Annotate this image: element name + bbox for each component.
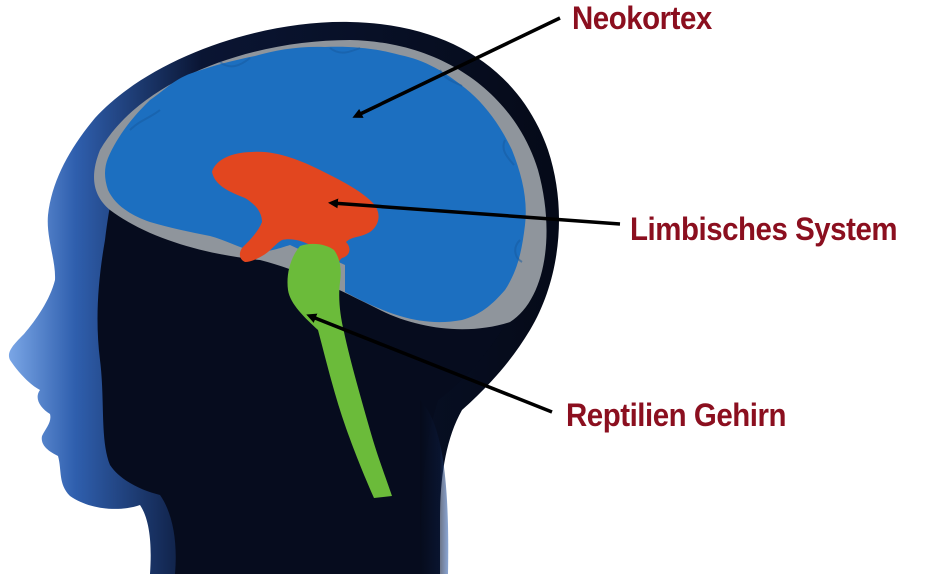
reptilien-gehirn-label: Reptilien Gehirn bbox=[566, 397, 787, 433]
reptilien-gehirn-arrow bbox=[306, 313, 553, 414]
neokortex-label: Neokortex bbox=[572, 0, 712, 36]
neck-glow bbox=[420, 400, 449, 574]
neokortex-arrow bbox=[352, 16, 561, 118]
limbisches-system-arrow bbox=[328, 198, 621, 226]
neokortex-folds bbox=[129, 47, 523, 263]
limbisches-system-label: Limbisches System bbox=[630, 211, 898, 247]
reptilien-gehirn-region bbox=[287, 243, 392, 498]
limbisches-system-region bbox=[212, 151, 379, 284]
